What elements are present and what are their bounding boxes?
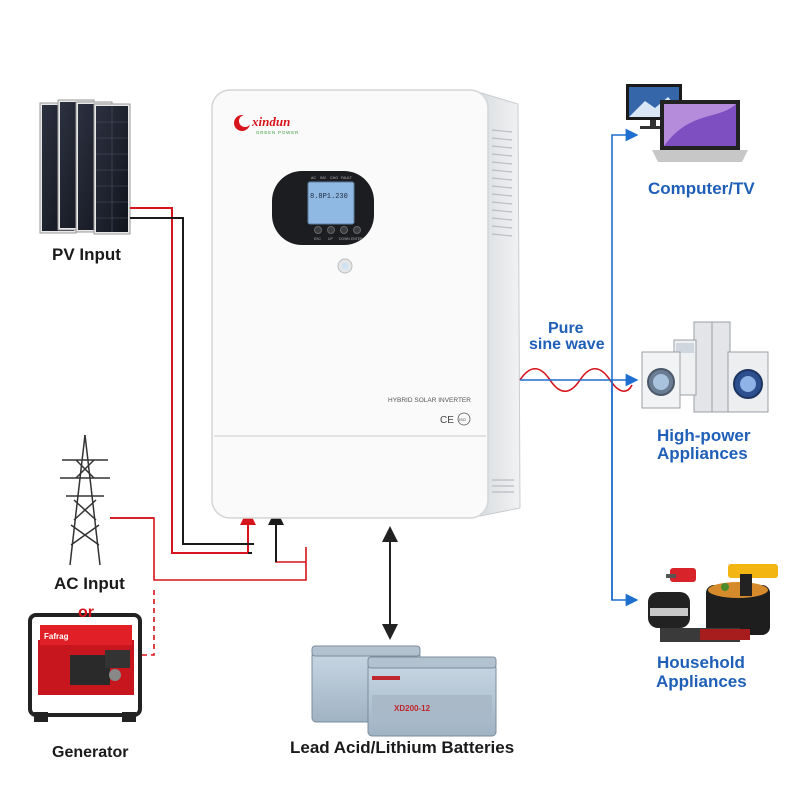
brand-logo bbox=[234, 115, 251, 131]
lcd-display bbox=[307, 181, 355, 225]
computer-tv-label: Computer/TV bbox=[648, 179, 755, 198]
pv-wire-negative bbox=[130, 217, 254, 545]
enter-button[interactable] bbox=[353, 226, 361, 234]
svg-text:FAULT: FAULT bbox=[341, 176, 353, 180]
brand-tagline: GREEN POWER bbox=[256, 130, 299, 135]
solar-panel-icon bbox=[39, 99, 131, 235]
iso-mark-icon bbox=[457, 412, 471, 426]
pv-wire-positive bbox=[130, 207, 256, 554]
or-label: or bbox=[78, 604, 94, 621]
button-labels: ESC UP DOWN ENTER bbox=[314, 237, 363, 241]
output-arrow-top bbox=[611, 128, 639, 600]
batteries-label: Lead Acid/Lithium Batteries bbox=[290, 738, 515, 757]
down-button[interactable] bbox=[340, 226, 348, 234]
svg-text:INV: INV bbox=[320, 176, 327, 180]
svg-text:ENTER: ENTER bbox=[351, 237, 363, 241]
pure-label: Pure bbox=[548, 320, 584, 337]
pv-input-label: PV Input bbox=[52, 245, 121, 264]
inverter-unit bbox=[211, 89, 521, 519]
svg-text:DOWN: DOWN bbox=[339, 237, 350, 241]
lcd-value: 8.8P1.230 bbox=[310, 193, 348, 201]
indicator-labels: AC INV CHG FAULT bbox=[311, 176, 353, 180]
model-label: HYBRID SOLAR INVERTER bbox=[388, 397, 471, 404]
sine-wave-label: sine wave bbox=[529, 336, 605, 353]
ac-input-label: AC Input bbox=[54, 574, 125, 593]
generator-brand: Fafrag bbox=[44, 632, 69, 641]
household-appliances-icon bbox=[648, 564, 778, 642]
appliances-icon bbox=[641, 321, 769, 413]
iso-mark: ISO bbox=[459, 417, 466, 422]
up-button[interactable] bbox=[327, 226, 335, 234]
high-power-label-line1: High-power bbox=[657, 426, 751, 445]
computer-tv-icon bbox=[626, 84, 748, 162]
generator-wire-dashed bbox=[140, 590, 155, 656]
output-arrow-bottom bbox=[611, 380, 639, 607]
battery-model: XD200-12 bbox=[394, 704, 431, 713]
generator-label: Generator bbox=[52, 744, 129, 761]
battery-icon bbox=[311, 645, 497, 737]
generator-icon bbox=[28, 613, 142, 722]
esc-button[interactable] bbox=[314, 226, 322, 234]
brand-name: xindun bbox=[251, 114, 290, 129]
household-label-line1: Household bbox=[657, 653, 745, 672]
high-power-label-line2: Appliances bbox=[657, 444, 748, 463]
svg-text:CHG: CHG bbox=[330, 176, 338, 180]
household-label-line2: Appliances bbox=[656, 672, 747, 691]
ce-mark: CE bbox=[440, 415, 454, 426]
svg-text:AC: AC bbox=[311, 176, 316, 180]
svg-text:ESC: ESC bbox=[314, 237, 322, 241]
power-tower-icon bbox=[60, 434, 110, 566]
svg-text:UP: UP bbox=[328, 237, 333, 241]
panel-buttons bbox=[314, 226, 361, 234]
